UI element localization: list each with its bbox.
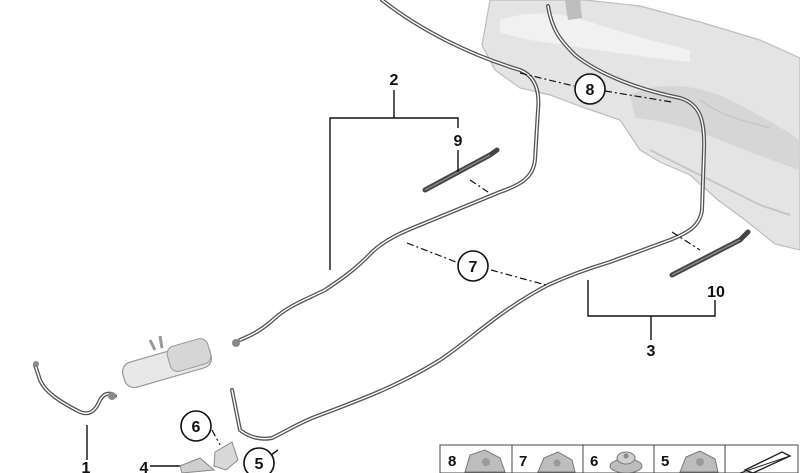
callout-10: 10 (707, 284, 725, 301)
svg-text:5: 5 (661, 453, 669, 470)
callout-9: 9 (454, 133, 463, 150)
clip-icon (537, 451, 576, 473)
parts-strip-cell-8: 8 (448, 449, 506, 473)
leader-lines (86, 90, 716, 467)
wedge-icon (739, 451, 792, 473)
svg-text:6: 6 (590, 453, 598, 470)
parts-strip-cell-6: 6 (590, 451, 643, 473)
callout-3: 3 (647, 343, 656, 360)
seal-10 (669, 229, 751, 278)
callout-labels: 2 9 10 3 1 4 (82, 72, 725, 473)
svg-text:8: 8 (448, 453, 456, 470)
callout-8: 8 (574, 73, 606, 105)
fuel-filter (33, 335, 240, 400)
callout-5: 5 (243, 447, 275, 473)
grommet-icon (609, 451, 643, 473)
parts-strip-cell-5: 5 (661, 450, 719, 473)
callout-6: 6 (180, 410, 212, 442)
fuel-lines (33, 0, 707, 441)
parts-strip-cell-wedge (739, 451, 792, 473)
callout-circles: 8 7 6 5 (180, 73, 606, 473)
parts-strip-cell-7: 7 (519, 451, 576, 473)
clip-part-4 (179, 457, 216, 473)
clip-icon (464, 449, 506, 473)
svg-text:6: 6 (192, 419, 201, 436)
clip-icon (679, 450, 719, 473)
grommet-part-6 (213, 441, 239, 471)
dashed-leaders (211, 72, 701, 446)
seal-9 (422, 147, 500, 193)
parts-strip: 8 7 6 5 (439, 444, 799, 473)
callout-7: 7 (457, 250, 489, 282)
svg-text:5: 5 (255, 456, 264, 473)
callout-1: 1 (82, 460, 91, 473)
fuel-tank (481, 0, 800, 251)
callout-2: 2 (390, 72, 399, 89)
callout-4: 4 (140, 460, 149, 473)
svg-text:8: 8 (586, 82, 595, 99)
svg-text:7: 7 (519, 453, 527, 470)
svg-text:7: 7 (469, 259, 478, 276)
